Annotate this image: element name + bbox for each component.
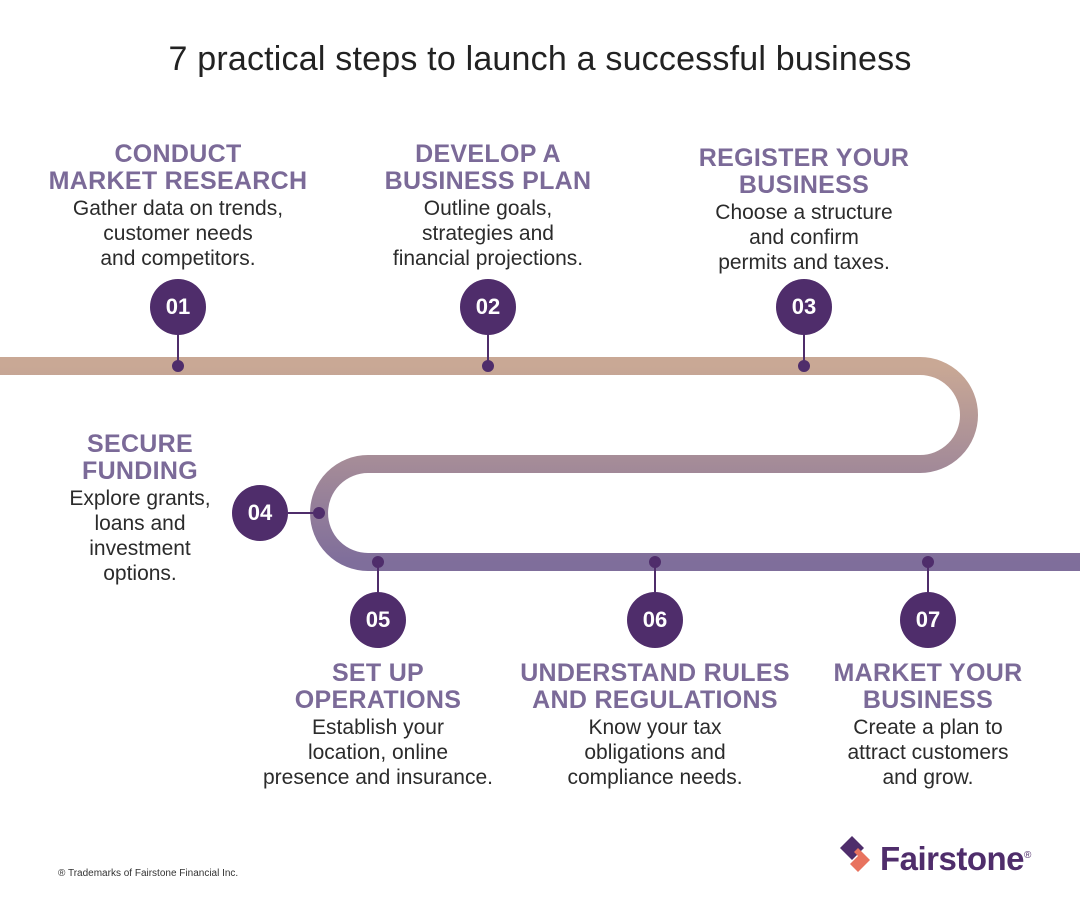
step-01-badge: 01 <box>150 279 206 335</box>
connector-dot-04 <box>313 507 325 519</box>
step-07-text: MARKET YOUR BUSINESS Create a plan to at… <box>808 660 1048 790</box>
step-02-badge: 02 <box>460 279 516 335</box>
connector-dot-07 <box>922 556 934 568</box>
step-03-body: Choose a structure and confirm permits a… <box>715 201 893 274</box>
step-01-text: CONDUCT MARKET RESEARCH Gather data on t… <box>48 141 308 271</box>
step-05-heading: SET UP OPERATIONS <box>294 659 462 714</box>
step-06-body: Know your tax obligations and compliance… <box>567 716 743 789</box>
connector-dot-01 <box>172 360 184 372</box>
connector-dot-02 <box>482 360 494 372</box>
step-04-heading: SECURE FUNDING <box>82 430 198 485</box>
fairstone-logo: Fairstone® <box>836 832 1036 882</box>
step-05-body: Establish your location, online presence… <box>263 716 493 789</box>
road-curve <box>0 357 1080 571</box>
fairstone-diamond-icon <box>840 836 870 872</box>
step-03-text: REGISTER YOUR BUSINESS Choose a structur… <box>674 145 934 275</box>
step-04-badge: 04 <box>232 485 288 541</box>
step-05-text: SET UP OPERATIONS Establish your locatio… <box>238 660 518 790</box>
step-07-heading: MARKET YOUR BUSINESS <box>833 659 1023 714</box>
step-06-text: UNDERSTAND RULES AND REGULATIONS Know yo… <box>515 660 795 790</box>
step-05-badge: 05 <box>350 592 406 648</box>
logo-wordmark-text: Fairstone <box>880 840 1025 877</box>
step-07-badge: 07 <box>900 592 956 648</box>
step-06-heading: UNDERSTAND RULES AND REGULATIONS <box>520 659 790 714</box>
step-04-body: Explore grants, loans and investment opt… <box>69 487 211 585</box>
logo-registered-mark: ® <box>1024 850 1031 861</box>
connector-dot-03 <box>798 360 810 372</box>
step-03-badge: 03 <box>776 279 832 335</box>
connector-dot-06 <box>649 556 661 568</box>
logo-wordmark: Fairstone® <box>880 840 1031 878</box>
step-04-text: SECURE FUNDING Explore grants, loans and… <box>40 431 240 586</box>
step-01-body: Gather data on trends, customer needs an… <box>72 197 284 270</box>
step-01-heading: CONDUCT MARKET RESEARCH <box>48 140 308 195</box>
connector-dot-05 <box>372 556 384 568</box>
trademark-footnote: ® Trademarks of Fairstone Financial Inc. <box>58 868 239 879</box>
step-06-badge: 06 <box>627 592 683 648</box>
step-02-heading: DEVELOP A BUSINESS PLAN <box>384 140 592 195</box>
step-03-heading: REGISTER YOUR BUSINESS <box>698 144 910 199</box>
step-02-body: Outline goals, strategies and financial … <box>392 197 584 270</box>
step-02-text: DEVELOP A BUSINESS PLAN Outline goals, s… <box>358 141 618 271</box>
page-title: 7 practical steps to launch a successful… <box>168 40 912 78</box>
step-07-body: Create a plan to attract customers and g… <box>847 716 1009 789</box>
